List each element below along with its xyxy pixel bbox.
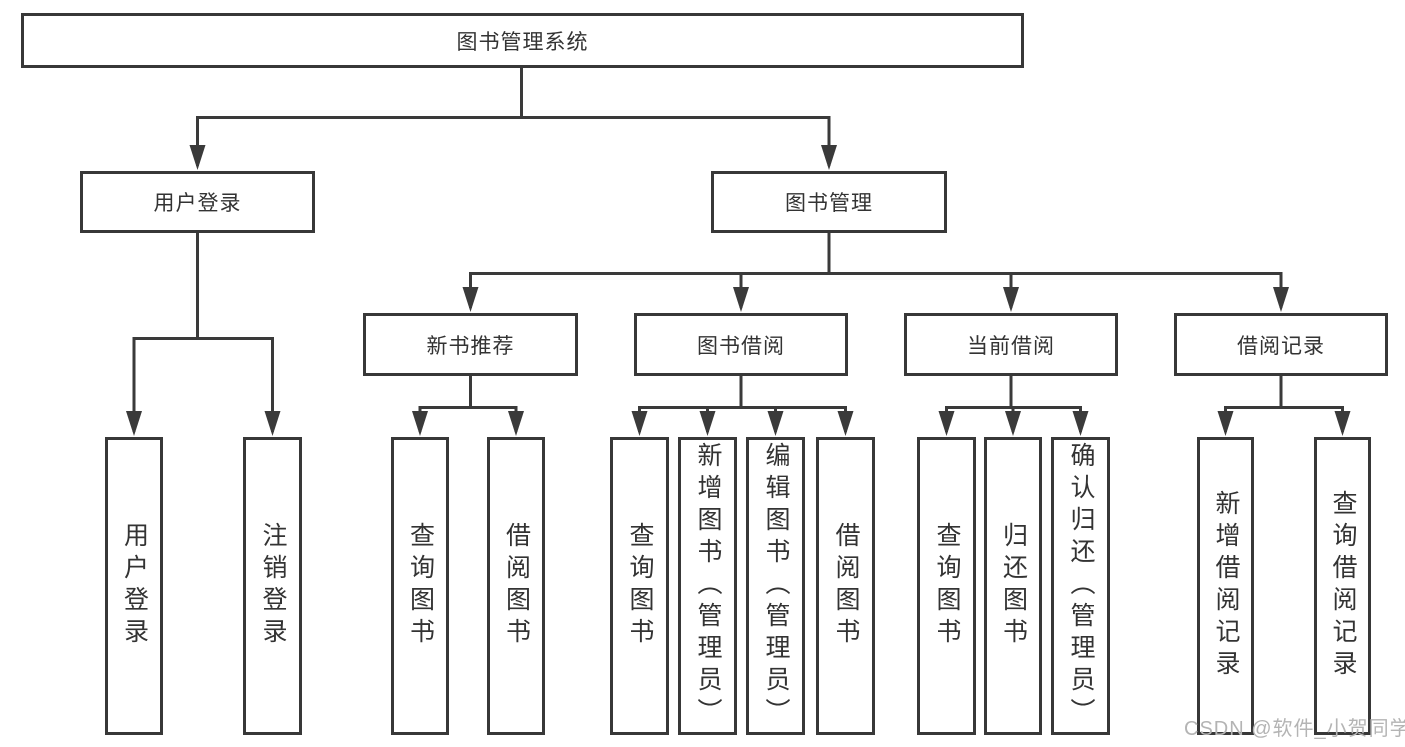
leaf-logout: 注销登录: [243, 437, 302, 735]
node-label: 图书管理系统: [456, 30, 589, 54]
leaf-edit-books-admin: 编辑图书（管理员）: [746, 437, 805, 735]
node-label: 用户登录: [120, 522, 149, 650]
node-label: 编辑图书（管理员）: [762, 442, 790, 730]
node-label: 用户登录: [153, 192, 242, 215]
node-library-management-system: 图书管理系统: [21, 13, 1024, 68]
node-label: 注销登录: [259, 522, 287, 650]
node-label: 查询图书: [933, 522, 961, 650]
leaf-query-books-current: 查询图书: [917, 437, 976, 735]
leaf-query-books-borrow: 查询图书: [610, 437, 669, 735]
node-label: 归还图书: [999, 522, 1028, 650]
node-label: 查询借阅记录: [1329, 490, 1357, 682]
leaf-confirm-return-admin: 确认归还（管理员）: [1051, 437, 1110, 735]
node-label: 图书借阅: [697, 334, 785, 358]
leaf-query-borrow-record: 查询借阅记录: [1314, 437, 1371, 735]
node-book-management: 图书管理: [711, 171, 947, 233]
watermark: CSDN @软件_小贺同学: [1184, 718, 1405, 740]
node-label: 当前借阅: [967, 334, 1055, 358]
node-book-borrow: 图书借阅: [634, 313, 848, 376]
node-label: 借阅图书: [832, 522, 860, 650]
leaf-borrow-books: 借阅图书: [816, 437, 875, 735]
node-label: 查询图书: [406, 522, 435, 650]
node-label: 新书推荐: [426, 334, 515, 358]
leaf-user-login: 用户登录: [105, 437, 163, 735]
arrowheads: [126, 145, 1351, 436]
leaf-add-borrow-record: 新增借阅记录: [1197, 437, 1254, 735]
node-current-borrow: 当前借阅: [904, 313, 1118, 376]
node-label: 图书管理: [785, 192, 873, 215]
node-label: 确认归还（管理员）: [1067, 442, 1095, 730]
node-label: 查询图书: [626, 522, 654, 650]
leaf-return-books: 归还图书: [984, 437, 1042, 735]
node-new-book-recommend: 新书推荐: [363, 313, 578, 376]
leaf-query-books-recommend: 查询图书: [391, 437, 449, 735]
node-label: 借阅记录: [1237, 334, 1325, 358]
node-borrow-records: 借阅记录: [1174, 313, 1388, 376]
node-label: 借阅图书: [502, 522, 531, 650]
leaf-borrow-books-recommend: 借阅图书: [487, 437, 545, 735]
node-label: 新增图书（管理员）: [694, 442, 722, 730]
node-user-login: 用户登录: [80, 171, 315, 233]
leaf-add-books-admin: 新增图书（管理员）: [678, 437, 737, 735]
node-label: 新增借阅记录: [1212, 490, 1240, 682]
